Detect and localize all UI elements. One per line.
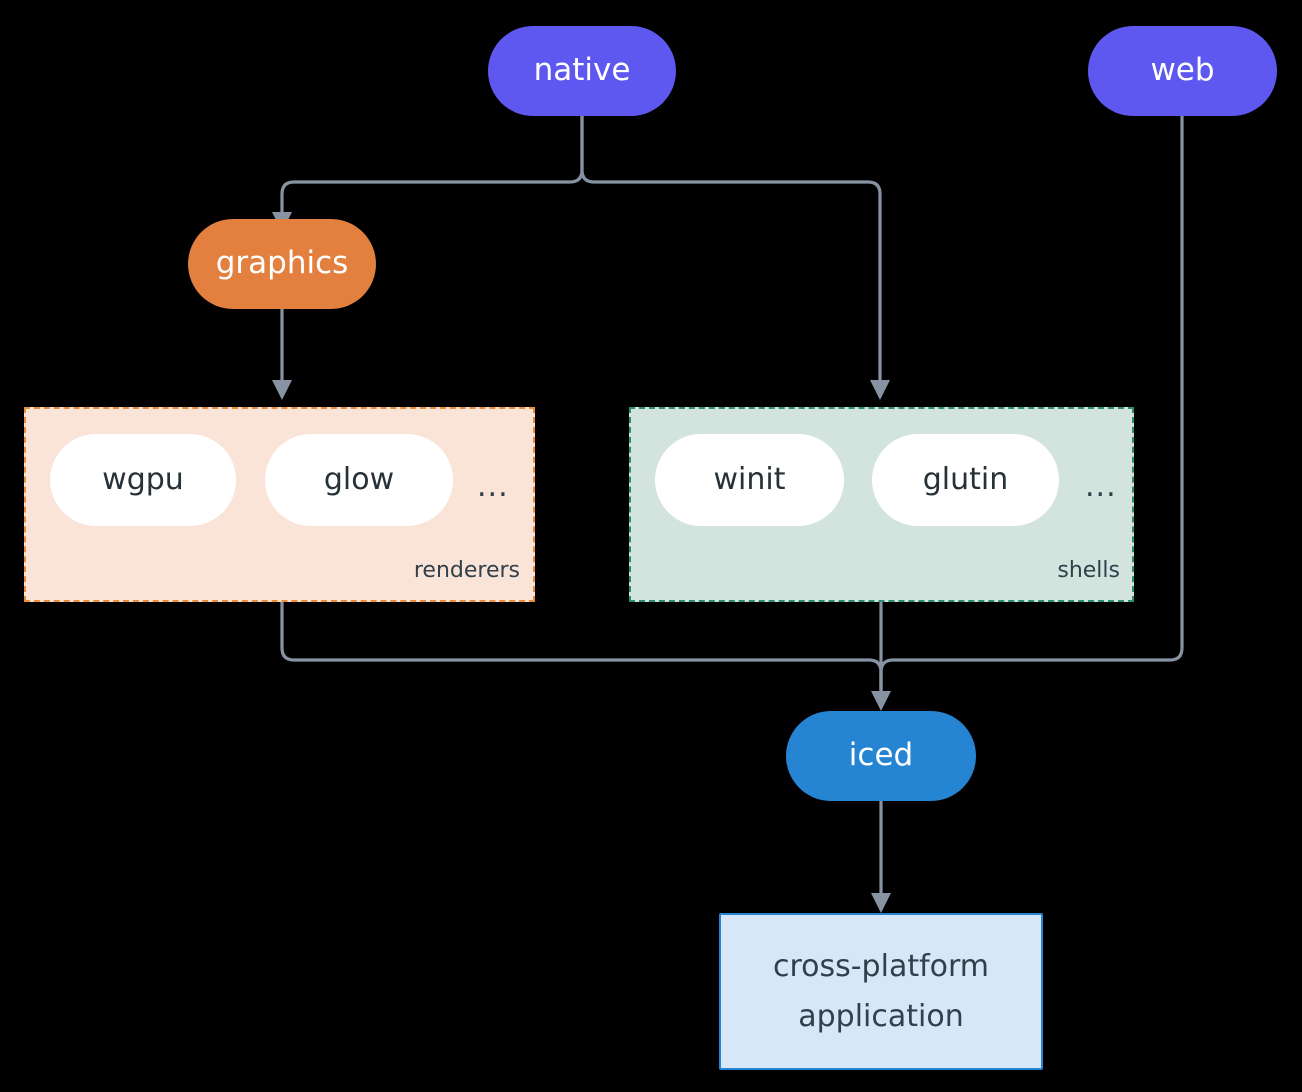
- sub-pill-glow[interactable]: glow: [265, 434, 453, 526]
- sub-pill-wgpu-label: wgpu: [102, 462, 184, 497]
- arrowhead-graphics-renderers: [272, 380, 292, 400]
- node-application-label-line2: application: [798, 998, 964, 1034]
- sub-pill-wgpu[interactable]: wgpu: [50, 434, 236, 526]
- edge-web-iced: [879, 114, 1184, 695]
- node-web[interactable]: web: [1088, 26, 1277, 116]
- sub-pill-glutin[interactable]: glutin: [872, 434, 1059, 526]
- node-application-label-line1: cross-platform: [772, 949, 990, 984]
- sub-pill-glutin-label: glutin: [922, 462, 1009, 497]
- sub-pill-winit[interactable]: winit: [655, 434, 844, 526]
- group-renderers-caption: renderers: [413, 558, 520, 583]
- node-native-label: native: [533, 52, 631, 89]
- edge-renderers-iced: [280, 600, 883, 695]
- shells-overflow-ellipsis: ...: [1085, 469, 1117, 504]
- node-native[interactable]: native: [488, 26, 676, 116]
- node-application[interactable]: cross-platform application: [719, 913, 1043, 1070]
- node-iced-label: iced: [848, 737, 914, 774]
- arrowhead-merge-iced: [871, 691, 891, 711]
- edge-native-split: [280, 114, 584, 217]
- group-shells-caption: shells: [1057, 558, 1120, 583]
- sub-pill-winit-label: winit: [713, 462, 786, 497]
- node-graphics-label: graphics: [215, 245, 349, 282]
- node-graphics[interactable]: graphics: [188, 219, 376, 309]
- edge-native-shells: [580, 114, 882, 384]
- sub-pill-glow-label: glow: [323, 462, 395, 497]
- renderers-overflow-ellipsis: ...: [477, 469, 509, 504]
- node-web-label: web: [1150, 52, 1215, 89]
- arrowhead-native-shells: [870, 380, 890, 400]
- arrowhead-iced-application: [871, 893, 891, 913]
- node-iced[interactable]: iced: [786, 711, 976, 801]
